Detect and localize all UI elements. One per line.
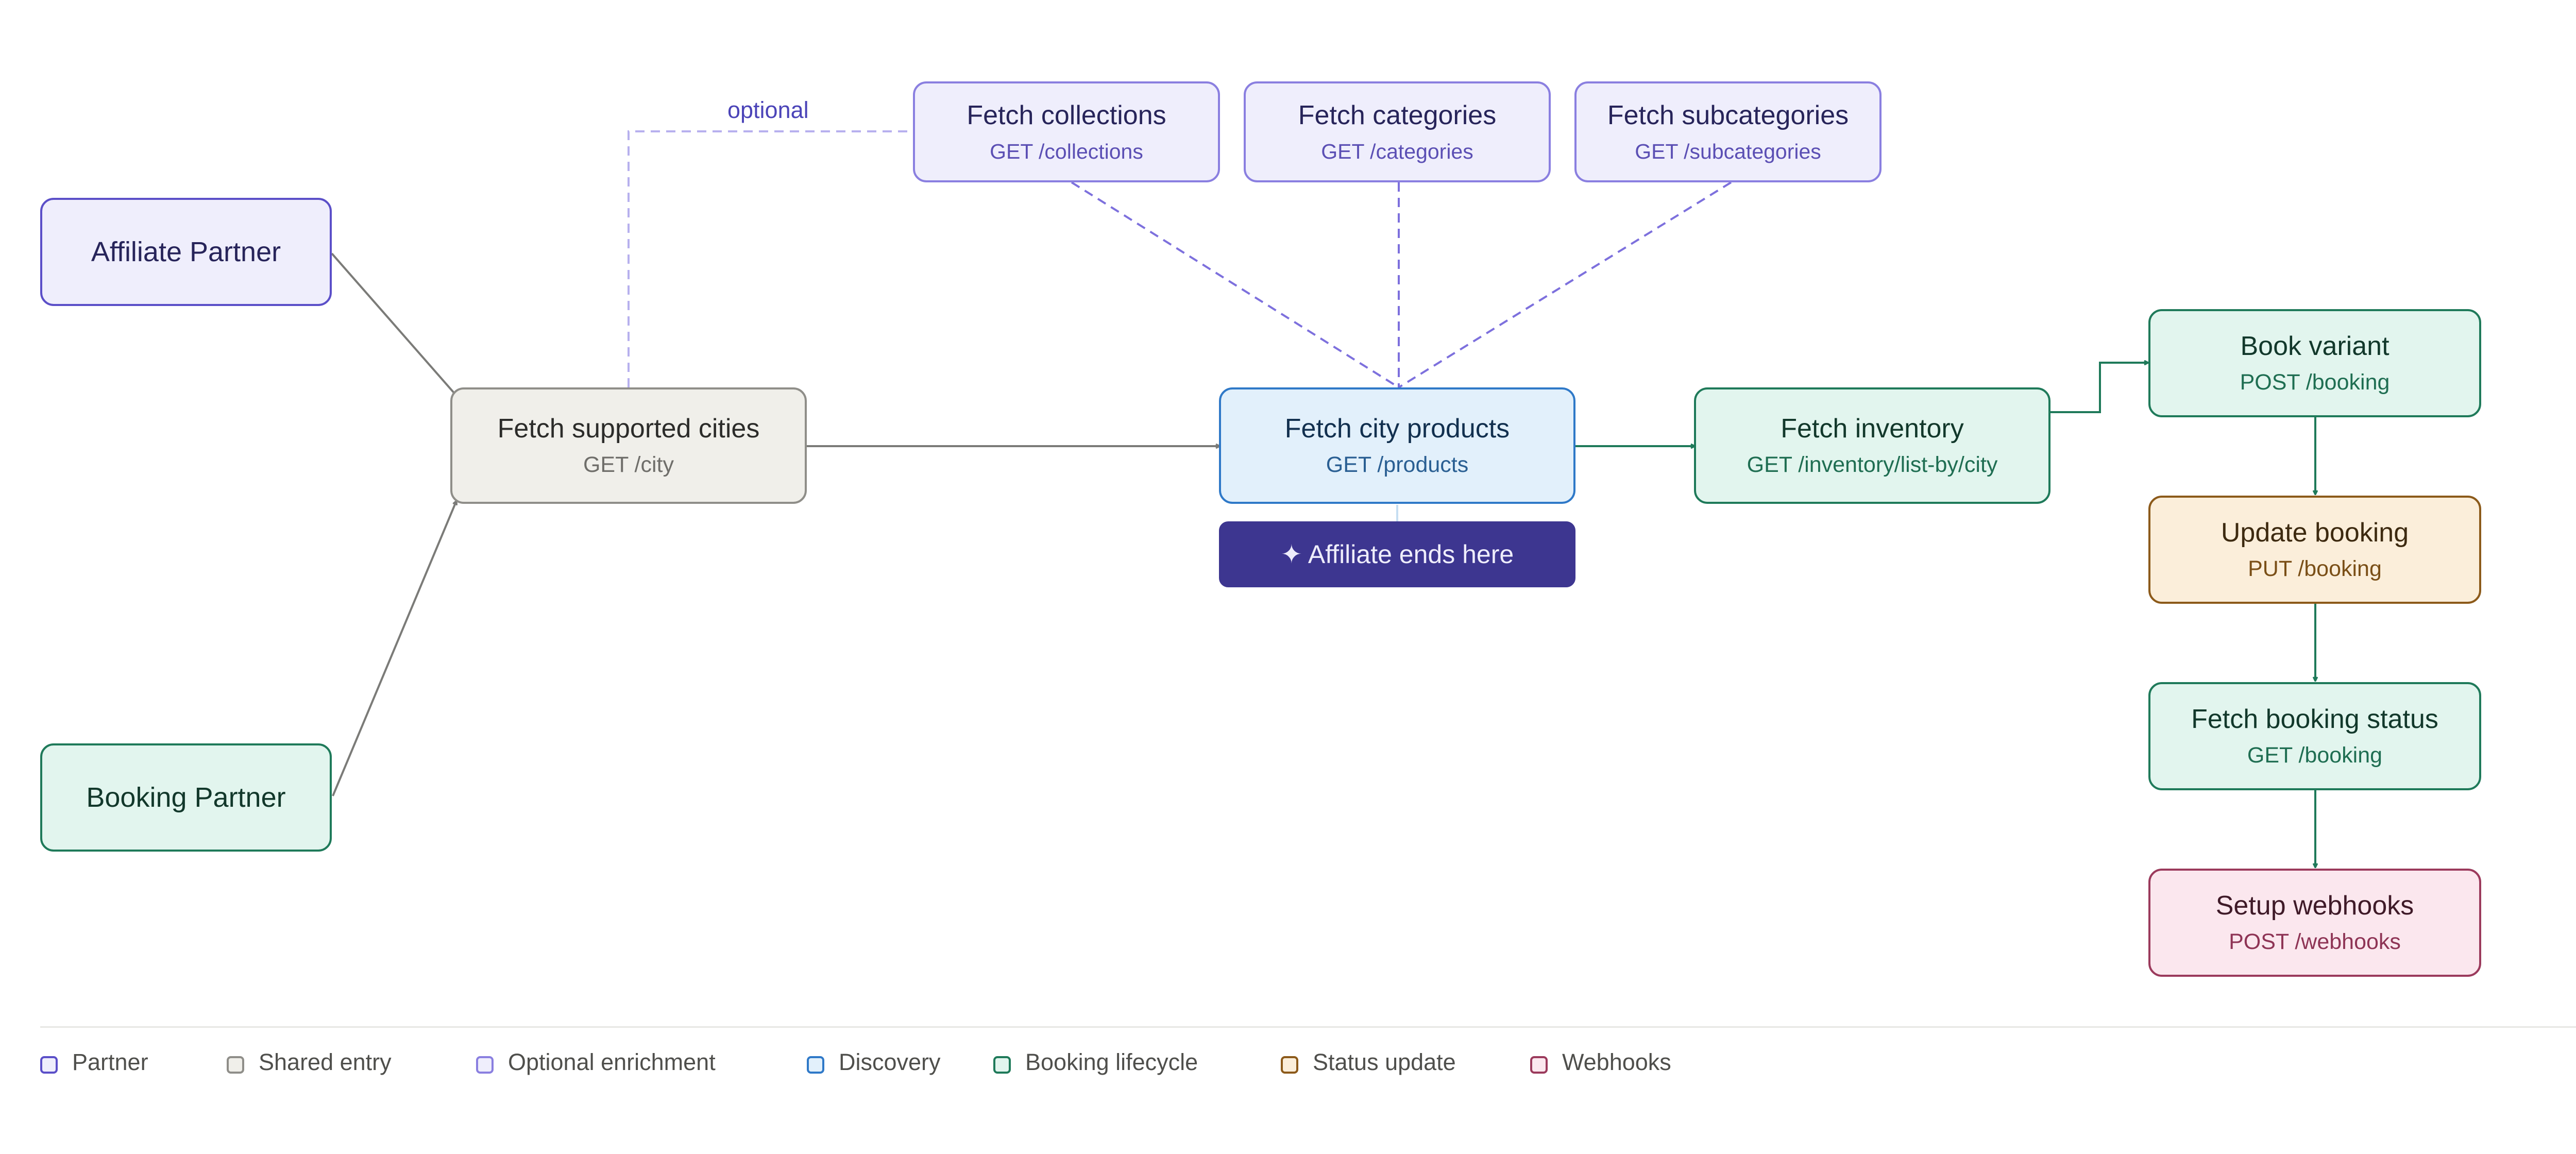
legend-swatch-discovery bbox=[807, 1056, 824, 1074]
fetch-inventory-title: Fetch inventory bbox=[1781, 414, 1964, 444]
fetch-collections-endpoint: GET /collections bbox=[990, 139, 1143, 163]
edge-collections-to-products bbox=[1071, 181, 1400, 388]
update-booking-endpoint: PUT /booking bbox=[2248, 556, 2382, 582]
legend-label-partner: Partner bbox=[72, 1049, 148, 1075]
legend-label-status-update: Status update bbox=[1313, 1049, 1456, 1075]
legend-label-webhooks: Webhooks bbox=[1562, 1049, 1671, 1075]
edge-affiliate-to-cities bbox=[331, 252, 456, 396]
book-variant-title: Book variant bbox=[2240, 331, 2389, 361]
legend-item-status-update: Status update bbox=[1281, 1049, 1456, 1076]
fetch-subcategories-title: Fetch subcategories bbox=[1607, 100, 1849, 131]
update-booking-title: Update booking bbox=[2221, 518, 2409, 548]
legend-item-discovery: Discovery bbox=[807, 1049, 941, 1076]
fetch-supported-cities-endpoint: GET /city bbox=[583, 452, 674, 478]
fetch-inventory-node[interactable]: Fetch inventory GET /inventory/list-by/c… bbox=[1694, 387, 2050, 504]
legend-label-optional-enrichment: Optional enrichment bbox=[508, 1049, 716, 1075]
fetch-inventory-endpoint: GET /inventory/list-by/city bbox=[1747, 452, 1998, 478]
legend-item-webhooks: Webhooks bbox=[1530, 1049, 1671, 1076]
legend-swatch-booking-lifecycle bbox=[993, 1056, 1011, 1074]
edge-cities-to-collections-optional bbox=[628, 130, 915, 387]
legend-swatch-webhooks bbox=[1530, 1056, 1548, 1074]
setup-webhooks-title: Setup webhooks bbox=[2215, 891, 2414, 921]
fetch-collections-node[interactable]: Fetch collections GET /collections bbox=[913, 81, 1220, 182]
optional-edge-label: optional bbox=[727, 97, 809, 123]
legend-item-partner: Partner bbox=[40, 1049, 148, 1076]
legend-swatch-partner bbox=[40, 1056, 58, 1074]
affiliate-partner-node[interactable]: Affiliate Partner bbox=[40, 198, 332, 306]
edge-inventory-to-book-variant bbox=[2050, 363, 2148, 413]
book-variant-node[interactable]: Book variant POST /booking bbox=[2148, 309, 2481, 417]
setup-webhooks-endpoint: POST /webhooks bbox=[2229, 929, 2401, 955]
fetch-city-products-node[interactable]: Fetch city products GET /products bbox=[1219, 387, 1575, 504]
legend-divider bbox=[40, 1026, 2576, 1028]
legend-item-booking-lifecycle: Booking lifecycle bbox=[993, 1049, 1198, 1076]
fetch-subcategories-endpoint: GET /subcategories bbox=[1635, 139, 1821, 163]
fetch-city-products-title: Fetch city products bbox=[1284, 414, 1510, 444]
fetch-supported-cities-node[interactable]: Fetch supported cities GET /city bbox=[450, 387, 807, 504]
legend-swatch-shared-entry bbox=[227, 1056, 244, 1074]
edge-booking-partner-to-cities bbox=[332, 501, 456, 796]
fetch-booking-status-title: Fetch booking status bbox=[2191, 704, 2438, 734]
fetch-categories-title: Fetch categories bbox=[1298, 100, 1497, 131]
update-booking-node[interactable]: Update booking PUT /booking bbox=[2148, 496, 2481, 604]
affiliate-ends-here-banner: ✦ Affiliate ends here bbox=[1219, 521, 1575, 587]
edge-subcategories-to-products bbox=[1398, 181, 1732, 388]
book-variant-endpoint: POST /booking bbox=[2240, 370, 2390, 395]
affiliate-ends-here-label: ✦ Affiliate ends here bbox=[1280, 540, 1514, 569]
fetch-city-products-endpoint: GET /products bbox=[1326, 452, 1469, 478]
booking-partner-node[interactable]: Booking Partner bbox=[40, 743, 332, 852]
legend-item-shared-entry: Shared entry bbox=[227, 1049, 392, 1076]
legend-swatch-status-update bbox=[1281, 1056, 1298, 1074]
fetch-collections-title: Fetch collections bbox=[967, 100, 1166, 131]
setup-webhooks-node[interactable]: Setup webhooks POST /webhooks bbox=[2148, 869, 2481, 977]
fetch-booking-status-node[interactable]: Fetch booking status GET /booking bbox=[2148, 682, 2481, 790]
legend-swatch-optional-enrichment bbox=[476, 1056, 494, 1074]
booking-partner-title: Booking Partner bbox=[86, 782, 286, 813]
fetch-supported-cities-title: Fetch supported cities bbox=[497, 414, 760, 444]
legend-label-booking-lifecycle: Booking lifecycle bbox=[1025, 1049, 1198, 1075]
fetch-categories-node[interactable]: Fetch categories GET /categories bbox=[1244, 81, 1551, 182]
legend-label-shared-entry: Shared entry bbox=[259, 1049, 392, 1075]
legend-label-discovery: Discovery bbox=[839, 1049, 941, 1075]
affiliate-partner-title: Affiliate Partner bbox=[91, 236, 281, 267]
legend-item-optional-enrichment: Optional enrichment bbox=[476, 1049, 716, 1076]
fetch-categories-endpoint: GET /categories bbox=[1321, 139, 1473, 163]
fetch-subcategories-node[interactable]: Fetch subcategories GET /subcategories bbox=[1574, 81, 1882, 182]
fetch-booking-status-endpoint: GET /booking bbox=[2247, 743, 2383, 768]
